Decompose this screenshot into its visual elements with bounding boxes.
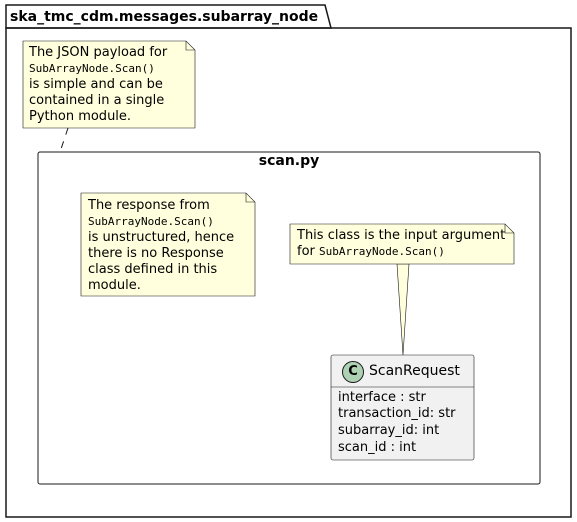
note-text: is simple and can be	[29, 77, 163, 92]
note-code: SubArrayNode.Scan()	[88, 215, 214, 228]
payload-note-fold	[185, 41, 195, 51]
payload-note: The JSON payload for SubArrayNode.Scan()…	[29, 45, 167, 125]
note-text: Python module.	[29, 109, 132, 124]
note-text: The response from	[88, 198, 210, 213]
note-text: This class is the input argument	[297, 228, 506, 243]
package-title: ska_tmc_cdm.messages.subarray_node	[10, 9, 319, 25]
note-text: is unstructured, hence	[88, 230, 235, 245]
note-text: class defined in this	[88, 262, 218, 277]
note-text: for	[297, 244, 320, 259]
package-frame	[5, 27, 572, 518]
payload-note-connector	[59, 127, 69, 153]
note-text: The JSON payload for	[29, 45, 168, 60]
note-code: SubArrayNode.Scan()	[29, 62, 155, 75]
input-note-fold	[504, 224, 514, 234]
class-attribute: subarray_id: int	[338, 423, 440, 438]
response-note: The response from SubArrayNode.Scan() is…	[88, 198, 234, 294]
class-box	[330, 354, 475, 461]
class-attribute: transaction_id: str	[338, 406, 456, 421]
class-stereotype-icon: C	[342, 361, 364, 383]
note-text: module.	[88, 278, 141, 293]
note-code: SubArrayNode.Scan()	[319, 245, 445, 258]
module-frame	[37, 151, 541, 485]
module-title: scan.py	[258, 153, 320, 169]
input-note-shape	[289, 223, 515, 265]
note-text: there is no Response	[88, 246, 224, 261]
class-attribute: interface : str	[338, 390, 426, 405]
input-note: This class is the input argument for Sub…	[297, 228, 505, 260]
input-note-connector	[396, 263, 410, 356]
response-note-shape	[80, 192, 256, 297]
payload-note-shape	[22, 40, 196, 129]
response-note-fold	[245, 193, 255, 203]
class-attribute: scan_id : int	[338, 440, 417, 455]
note-text: contained in a single	[29, 93, 165, 108]
class-name: ScanRequest	[369, 363, 460, 379]
